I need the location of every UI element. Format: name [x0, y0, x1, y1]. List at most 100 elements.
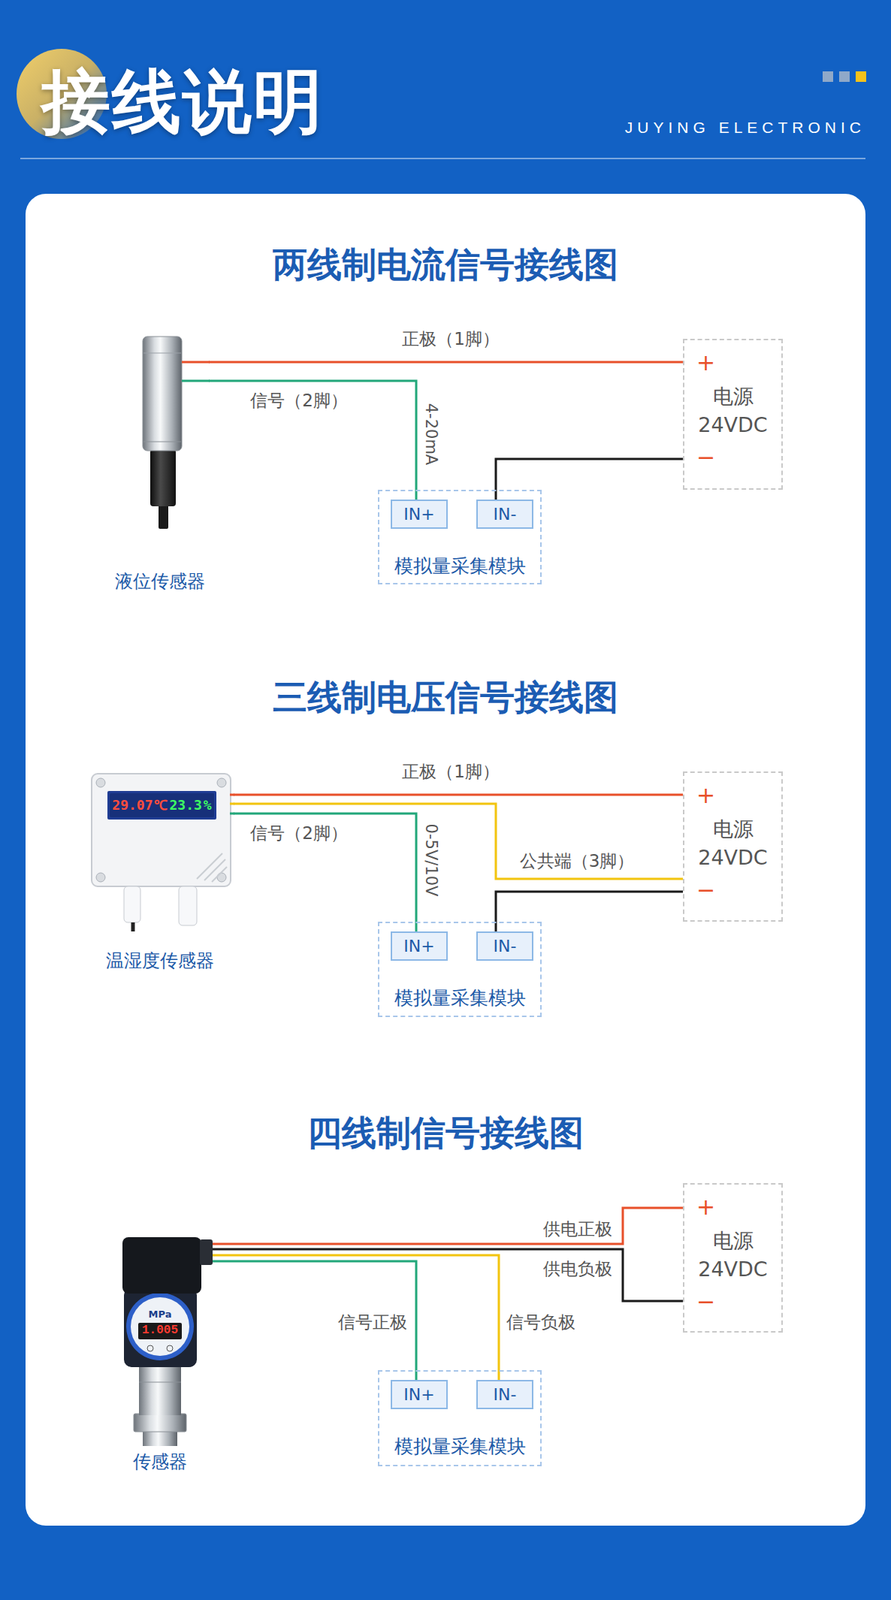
signal-wire — [212, 1208, 683, 1245]
power-supply-box: + 电源 24VDC− — [682, 771, 783, 922]
terminal-name: IN+ — [403, 504, 435, 526]
signal-wire — [233, 813, 417, 932]
sensor-name: 温湿度传感器 — [105, 948, 215, 973]
signal-wire — [495, 459, 683, 500]
white-panel — [25, 193, 866, 1526]
input-terminal: IN+ — [390, 1380, 448, 1410]
sensor-body — [142, 336, 182, 451]
probe — [123, 886, 141, 923]
module-name: 模拟量采集模块 — [379, 1434, 541, 1459]
supply-label: 电源 24VDC — [695, 1226, 771, 1284]
sensor-seam — [143, 441, 182, 443]
deco-square — [822, 71, 834, 82]
sensor-unit: 传感器 — [107, 1232, 213, 1474]
terminal-name: IN- — [493, 936, 517, 958]
wire-label: 公共端（3脚） — [518, 851, 637, 871]
section-title: 三线制电压信号接线图 — [272, 676, 619, 719]
deco-square — [839, 71, 850, 82]
input-terminal: IN- — [476, 931, 534, 961]
input-terminal: IN- — [476, 1380, 534, 1410]
wire-stub — [181, 380, 210, 383]
sensor-cable — [158, 504, 169, 529]
signal-wire — [212, 1261, 417, 1381]
display-window — [107, 791, 217, 820]
thread — [142, 1431, 178, 1447]
power-supply-box: + 电源 24VDC− — [682, 338, 783, 490]
polarity-mark: + — [696, 1192, 782, 1223]
unit-mark: MPa — [148, 1308, 173, 1321]
display-reading: 23.3 — [169, 798, 202, 813]
wire-label: 正极（1脚） — [400, 762, 502, 782]
polarity-mark: − — [696, 1286, 782, 1317]
signal-wire — [208, 380, 417, 500]
sensor-cable — [131, 922, 136, 932]
wire-label: 信号正极 — [336, 1313, 409, 1332]
signal-range: 0-5V/10V — [420, 824, 440, 898]
module-name: 模拟量采集模块 — [379, 554, 541, 579]
terminal-name: IN+ — [403, 936, 435, 958]
housing — [123, 1287, 197, 1368]
stem — [138, 1365, 182, 1416]
hex-nut — [133, 1413, 187, 1432]
gauge-ring — [126, 1292, 194, 1361]
supply-label: 电源 24VDC — [695, 815, 771, 873]
acquisition-module: 模拟量采集模块 IN+ IN- — [377, 1370, 542, 1467]
page-title: 接线说明 — [41, 55, 324, 149]
sensor-name: 传感器 — [132, 1449, 188, 1474]
section-title: 四线制信号接线图 — [307, 1112, 584, 1154]
polarity-mark: − — [696, 875, 782, 906]
display-unit: % — [203, 798, 212, 813]
cable-gland — [199, 1239, 213, 1266]
signal-wire — [233, 794, 683, 797]
wire-label: 正极（1脚） — [400, 329, 502, 349]
sensor-unit: 温湿度传感器 — [86, 766, 234, 973]
terminal-name: IN- — [493, 1384, 517, 1406]
section-title: 两线制电流信号接线图 — [272, 244, 619, 286]
stem-ring — [138, 1382, 182, 1384]
terminal-name: IN- — [493, 504, 517, 526]
button — [147, 1345, 154, 1352]
wire-label: 信号负极 — [504, 1313, 577, 1332]
sensor-unit: 液位传感器 — [111, 330, 209, 594]
button — [166, 1345, 173, 1352]
display-reading: 29.07 — [111, 798, 153, 813]
display-glass — [109, 793, 215, 818]
polarity-mark: − — [696, 442, 782, 473]
polarity-mark: + — [696, 347, 782, 378]
mount-ear — [96, 872, 106, 882]
gauge-face — [130, 1297, 190, 1357]
brand-name: JUYING ELECTRONIC — [625, 117, 866, 137]
wire-label: 信号（2脚） — [248, 824, 350, 843]
acquisition-module: 模拟量采集模块 IN+ IN- — [377, 921, 542, 1018]
display-row: 29.07℃23.3% — [107, 791, 217, 820]
mount-ear — [217, 778, 227, 788]
header-rule — [20, 157, 866, 160]
probe — [178, 886, 197, 926]
mount-ear — [96, 778, 106, 788]
sensor-seam — [143, 353, 182, 354]
signal-wire — [212, 1255, 499, 1381]
enclosure — [91, 773, 231, 887]
signal-wire — [495, 891, 683, 932]
supply-label: 电源 24VDC — [695, 382, 771, 440]
input-terminal: IN+ — [390, 499, 448, 529]
vent-groove — [204, 859, 226, 881]
acquisition-module: 模拟量采集模块 IN+ IN- — [377, 489, 542, 585]
wire-label: 供电负极 — [541, 1259, 614, 1279]
polarity-mark: + — [696, 780, 782, 811]
input-terminal: IN+ — [390, 931, 448, 961]
sensor-sleeve — [150, 449, 176, 507]
deco-square — [855, 71, 867, 82]
signal-range: 4-20mA — [420, 403, 440, 466]
wire-label: 信号（2脚） — [248, 391, 350, 411]
module-name: 模拟量采集模块 — [379, 986, 541, 1011]
display-reading: 1.005 — [141, 1323, 179, 1339]
input-terminal: IN- — [476, 499, 534, 529]
vent-groove — [211, 866, 227, 882]
connector-head — [122, 1237, 202, 1294]
display-unit: ℃ — [154, 798, 168, 813]
power-supply-box: +电源 24VDC− — [682, 1183, 783, 1333]
